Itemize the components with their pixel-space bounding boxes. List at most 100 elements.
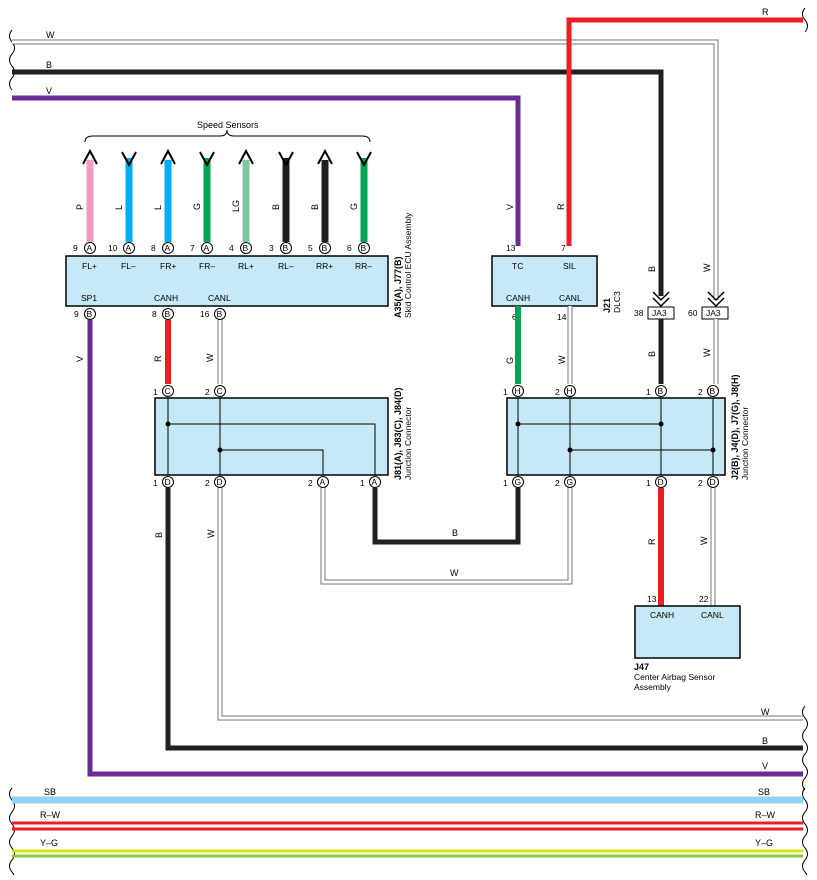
- wire-label: B: [271, 204, 281, 210]
- wire-b-left-down: [165, 488, 803, 751]
- svg-text:B: B: [658, 386, 664, 396]
- svg-text:8: 8: [152, 309, 157, 319]
- wire-label-w-ja3-upper: W: [702, 263, 712, 272]
- wire-label-r-canh: R: [153, 355, 163, 362]
- break-symbol: [9, 29, 15, 91]
- wire-label-r-sil: R: [556, 203, 566, 210]
- airbag-pin-13: 13: [647, 594, 657, 604]
- svg-text:D: D: [658, 477, 664, 487]
- svg-text:FL–: FL–: [121, 261, 136, 271]
- wire-label-b-ja3-lower: B: [647, 351, 657, 357]
- svg-text:1: 1: [503, 478, 508, 488]
- svg-text:B: B: [283, 243, 289, 253]
- junction-connector-left: [154, 397, 389, 476]
- svg-text:16: 16: [200, 309, 210, 319]
- arrow-up-icon: [317, 148, 333, 165]
- svg-text:RR–: RR–: [355, 261, 372, 271]
- ja3-connector-60: JA3 60: [688, 291, 729, 320]
- dlc3-pin-sil: SIL: [563, 261, 576, 271]
- wire-label-w-canl: W: [205, 353, 215, 362]
- svg-text:D: D: [217, 477, 223, 487]
- ecu-pin-name-canl: CANL: [208, 293, 231, 303]
- wire-label-w-bridge: W: [450, 568, 459, 578]
- wire-label-g-dlc3: G: [505, 357, 515, 364]
- wire-label-w-ja3-lower: W: [702, 348, 712, 357]
- pin-rl-plus: 4 B RL+: [229, 242, 254, 271]
- ja3-connector-38: JA3 38: [634, 291, 675, 320]
- svg-text:7: 7: [190, 243, 195, 253]
- break-symbol: [802, 705, 808, 791]
- svg-text:FL+: FL+: [82, 261, 97, 271]
- junction-right-name: Junction Connector: [740, 407, 750, 480]
- pin-rl-minus: 3 B RL–: [269, 242, 294, 271]
- airbag-name-line1: Center Airbag Sensor: [634, 672, 715, 682]
- sensor-wire-labels: P L L G LG B B G: [75, 200, 359, 212]
- wire-label-r-airbag: R: [647, 538, 657, 545]
- wire-label-w-top: W: [46, 30, 55, 40]
- wire-label-b-left-down: B: [154, 532, 164, 538]
- ecu-pin-name-canh: CANH: [154, 293, 178, 303]
- wire-label-w-dlc3: W: [557, 355, 567, 364]
- svg-text:RL+: RL+: [238, 261, 254, 271]
- wire-label-v-bottom: V: [762, 761, 768, 771]
- svg-text:A: A: [165, 243, 171, 253]
- skid-ecu-name: Skid Control ECU Assembly: [403, 212, 413, 318]
- svg-text:2: 2: [698, 387, 703, 397]
- wire-label-r-top: R: [762, 7, 769, 17]
- pin-fl-plus: 9 A FL+: [73, 242, 97, 271]
- dlc3-name: DLC3: [612, 291, 622, 313]
- ecu-top-pins: 9 A FL+ 10 A FL– 8 A FR+ 7 A FR– 4 B RL+: [73, 242, 372, 271]
- wire-label-yg-left: Y–G: [40, 838, 58, 848]
- airbag-id: J47: [634, 662, 649, 672]
- svg-text:D: D: [710, 477, 716, 487]
- ecu-pin-name-sp1: SP1: [81, 293, 97, 303]
- svg-text:B: B: [217, 309, 223, 319]
- svg-text:B: B: [87, 309, 93, 319]
- wire-label: LG: [231, 200, 241, 212]
- svg-text:A: A: [372, 477, 378, 487]
- svg-text:2: 2: [555, 387, 560, 397]
- junction-left-internal: [167, 398, 376, 475]
- svg-text:10: 10: [108, 243, 118, 253]
- wire-b-bridge: [372, 488, 521, 545]
- wire-label-rw-left: R–W: [40, 810, 61, 820]
- dlc3-pin-canh: CANH: [506, 293, 530, 303]
- svg-text:B: B: [710, 386, 716, 396]
- svg-text:60: 60: [688, 308, 698, 318]
- svg-text:6: 6: [347, 243, 352, 253]
- wire-label: G: [349, 203, 359, 210]
- svg-text:RR+: RR+: [316, 261, 333, 271]
- svg-text:1: 1: [360, 478, 365, 488]
- svg-text:B: B: [243, 243, 249, 253]
- sensor-wires: [82, 148, 372, 242]
- speed-sensors-bracket: [84, 129, 371, 143]
- wire-label-sb-right: SB: [758, 787, 770, 797]
- svg-text:2: 2: [555, 478, 560, 488]
- break-symbol: [802, 787, 808, 880]
- arrow-down-icon: [356, 151, 372, 168]
- arrow-up-icon: [160, 148, 176, 165]
- svg-text:1: 1: [646, 387, 651, 397]
- wire-label-sb-left: SB: [44, 787, 56, 797]
- svg-text:D: D: [165, 477, 171, 487]
- junction-connector-right: [506, 397, 726, 476]
- svg-text:RL–: RL–: [278, 261, 294, 271]
- dlc3-pin-canl: CANL: [559, 293, 582, 303]
- svg-text:B: B: [322, 243, 328, 253]
- svg-text:3: 3: [269, 243, 274, 253]
- arrow-up-icon: [238, 148, 254, 165]
- arrow-down-icon: [199, 151, 215, 168]
- junction-left-id: J81(A), J83(C), J84(D): [393, 387, 403, 480]
- wire-label: B: [310, 204, 320, 210]
- svg-text:G: G: [567, 477, 574, 487]
- double-arrow-icon: [707, 291, 725, 308]
- svg-text:A: A: [204, 243, 210, 253]
- svg-text:4: 4: [229, 243, 234, 253]
- dlc3-pin-7: 7: [561, 243, 566, 253]
- svg-text:2: 2: [698, 478, 703, 488]
- svg-text:B: B: [361, 243, 367, 253]
- svg-text:1: 1: [503, 387, 508, 397]
- wire-v-sp1: [87, 320, 803, 777]
- wire-label: G: [192, 203, 202, 210]
